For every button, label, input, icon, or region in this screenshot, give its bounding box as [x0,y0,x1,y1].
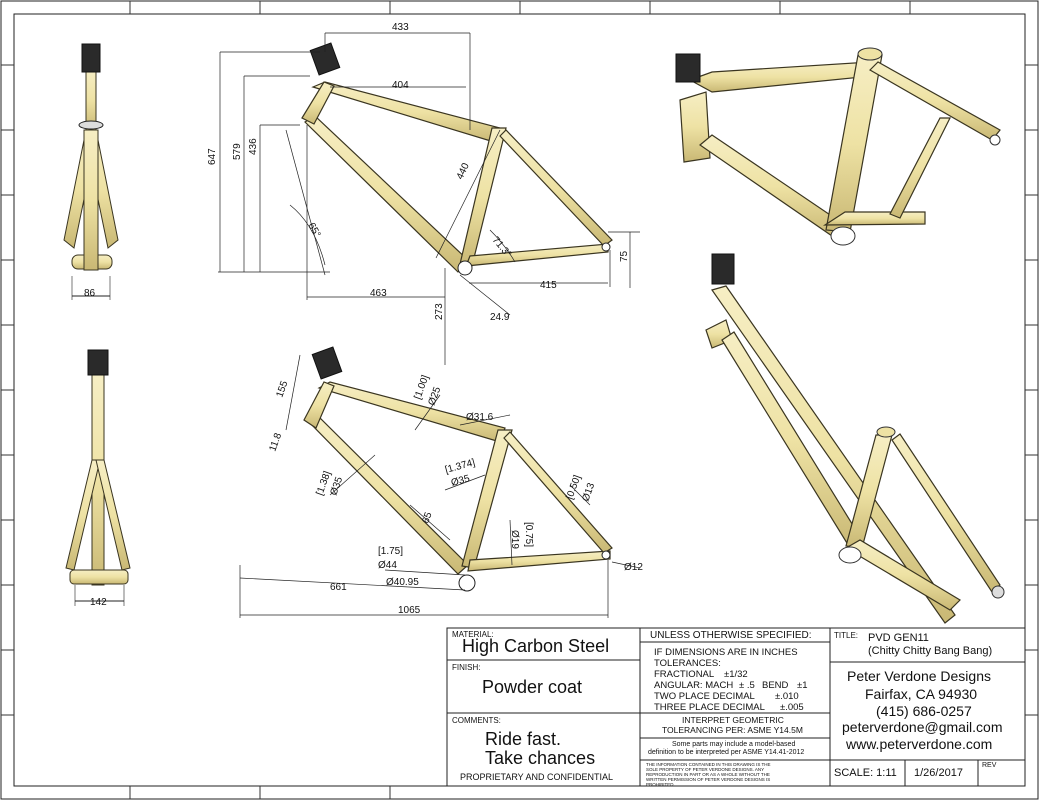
tol-angular-mach: ± .5 [739,680,755,691]
front-width-label: 86 [84,288,96,299]
dim-cs-dia: Ø19 [509,530,520,549]
dim-415: 415 [540,280,557,291]
dim-bb-dia: Ø44 [378,560,397,571]
company-phone: (415) 686-0257 [876,703,972,719]
drawing-date: 1/26/2017 [914,767,963,779]
comments-line1: Ride fast. [485,729,562,749]
tol-bend: BEND [762,680,789,691]
unless-specified: UNLESS OTHERWISE SPECIFIED: [650,630,812,641]
tol-line-1: IF DIMENSIONS ARE IN INCHES [654,647,798,658]
company-city: Fairfax, CA 94930 [865,686,978,702]
dim-436: 436 [248,138,259,155]
side-dimension-labels: 433 404 647 579 436 440 65° 71.3° 415 46… [207,22,630,323]
isometric-view-top [675,47,1001,246]
side-view-frame [301,42,613,276]
dim-bb-in: [1.75] [378,546,403,557]
dim-bb-inner: Ø40.95 [386,577,419,588]
dim-155: 155 [274,379,290,399]
fine-print: THE INFORMATION CONTAINED IN THIS DRAWIN… [646,762,771,787]
dim-head-angle: 65° [305,221,322,240]
dim-1065: 1065 [398,605,421,616]
material-label: MATERIAL: [452,630,494,639]
tol-fractional-value: ±1/32 [724,669,748,680]
tube-view-frame [303,346,613,592]
rear-width-label: 142 [90,597,107,608]
dim-647: 647 [207,148,218,165]
front-view-frame: 86 [63,43,119,300]
title-label: TITLE: [834,631,859,640]
side-dimension-lines [218,32,640,365]
tol-line-2: TOLERANCES: [654,658,721,669]
company-email: peterverdone@gmail.com [842,719,1003,735]
dim-463: 463 [370,288,387,299]
company-name: Peter Verdone Designs [847,668,991,684]
dim-11-8: 11.8 [267,431,284,453]
tol-fractional: FRACTIONAL [654,669,715,680]
scale-label: SCALE: 1:11 [834,767,897,779]
dim-st-in: [1.374] [444,457,477,476]
proprietary-note: PROPRIETARY AND CONFIDENTIAL [460,772,614,782]
model-note-2: definition to be interpreted per ASME Y1… [648,749,805,756]
tol-three-place-value: ±.005 [780,702,804,713]
dim-24-9: 24.9 [490,312,510,323]
dim-433: 433 [392,22,409,33]
interpret-line-2: TOLERANCING PER: ASME Y14.5M [662,725,803,735]
tol-two-place-value: ±.010 [775,691,799,702]
title-line-2: (Chitty Chitty Bang Bang) [868,645,993,657]
tol-three-place: THREE PLACE DECIMAL [654,702,765,713]
dim-65: 65 [420,510,434,525]
dim-75: 75 [619,250,630,262]
model-note-1: Some parts may include a model-based [672,741,796,748]
dim-440: 440 [455,161,472,181]
dim-tt-dia: Ø31.6 [466,412,494,423]
dim-404: 404 [392,80,409,91]
comments-label: COMMENTS: [452,716,501,725]
tube-dimension-lines [239,354,641,618]
tol-angular: ANGULAR: MACH [654,680,734,691]
isometric-view-bottom [705,253,1005,624]
tol-two-place: TWO PLACE DECIMAL [654,691,755,702]
dim-cs-in: [0.75] [523,522,534,547]
dim-st-dia: Ø35 [450,473,472,489]
title-block-grid [446,627,1026,787]
finish-value: Powder coat [482,677,583,697]
dim-dt-dia: Ø25 [426,385,443,407]
dim-579: 579 [232,143,243,160]
tol-bend-value: ±1 [797,680,808,691]
company-web: www.peterverdone.com [846,736,993,752]
finish-label: FINISH: [452,663,481,672]
rev-label: REV [982,762,997,769]
dim-273: 273 [434,303,445,320]
rear-view-frame: 142 [65,349,131,608]
material-value: High Carbon Steel [462,636,610,656]
dim-axle: Ø12 [624,562,643,573]
dim-ss-dia: Ø13 [580,481,597,503]
interpret-line-1: INTERPRET GEOMETRIC [682,715,784,725]
title-line-1: PVD GEN11 [868,632,929,644]
comments-line2: Take chances [485,748,596,768]
dim-661: 661 [330,582,347,593]
